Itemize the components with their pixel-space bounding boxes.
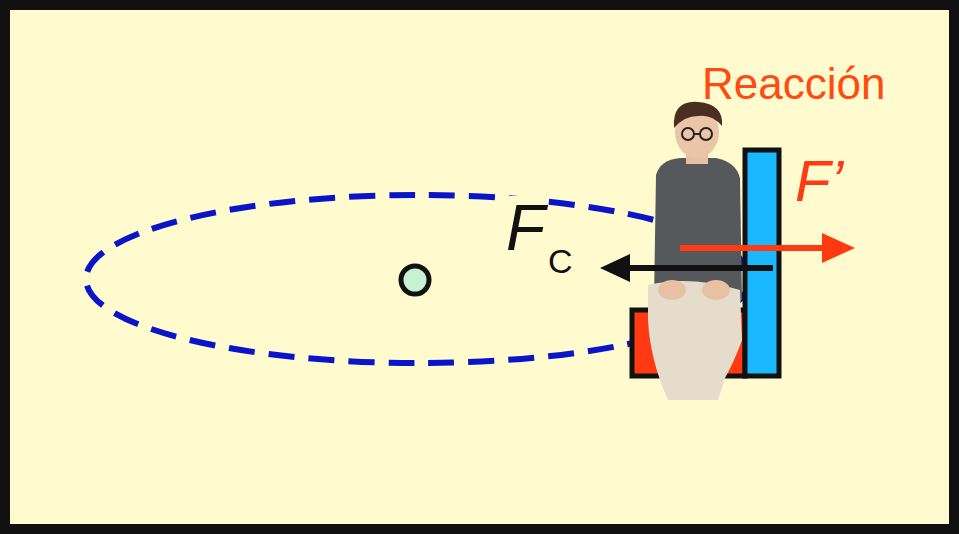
reaction-force-arrow xyxy=(680,233,855,263)
reaction-label: Reacción xyxy=(702,62,885,106)
subscript-label: C xyxy=(548,244,573,278)
center-point xyxy=(401,266,429,294)
force-label: F xyxy=(504,196,547,260)
slide-background xyxy=(6,6,953,528)
force-label: F’ xyxy=(795,152,843,210)
seat-back xyxy=(745,150,779,376)
centripetal-force-arrow xyxy=(600,254,773,282)
